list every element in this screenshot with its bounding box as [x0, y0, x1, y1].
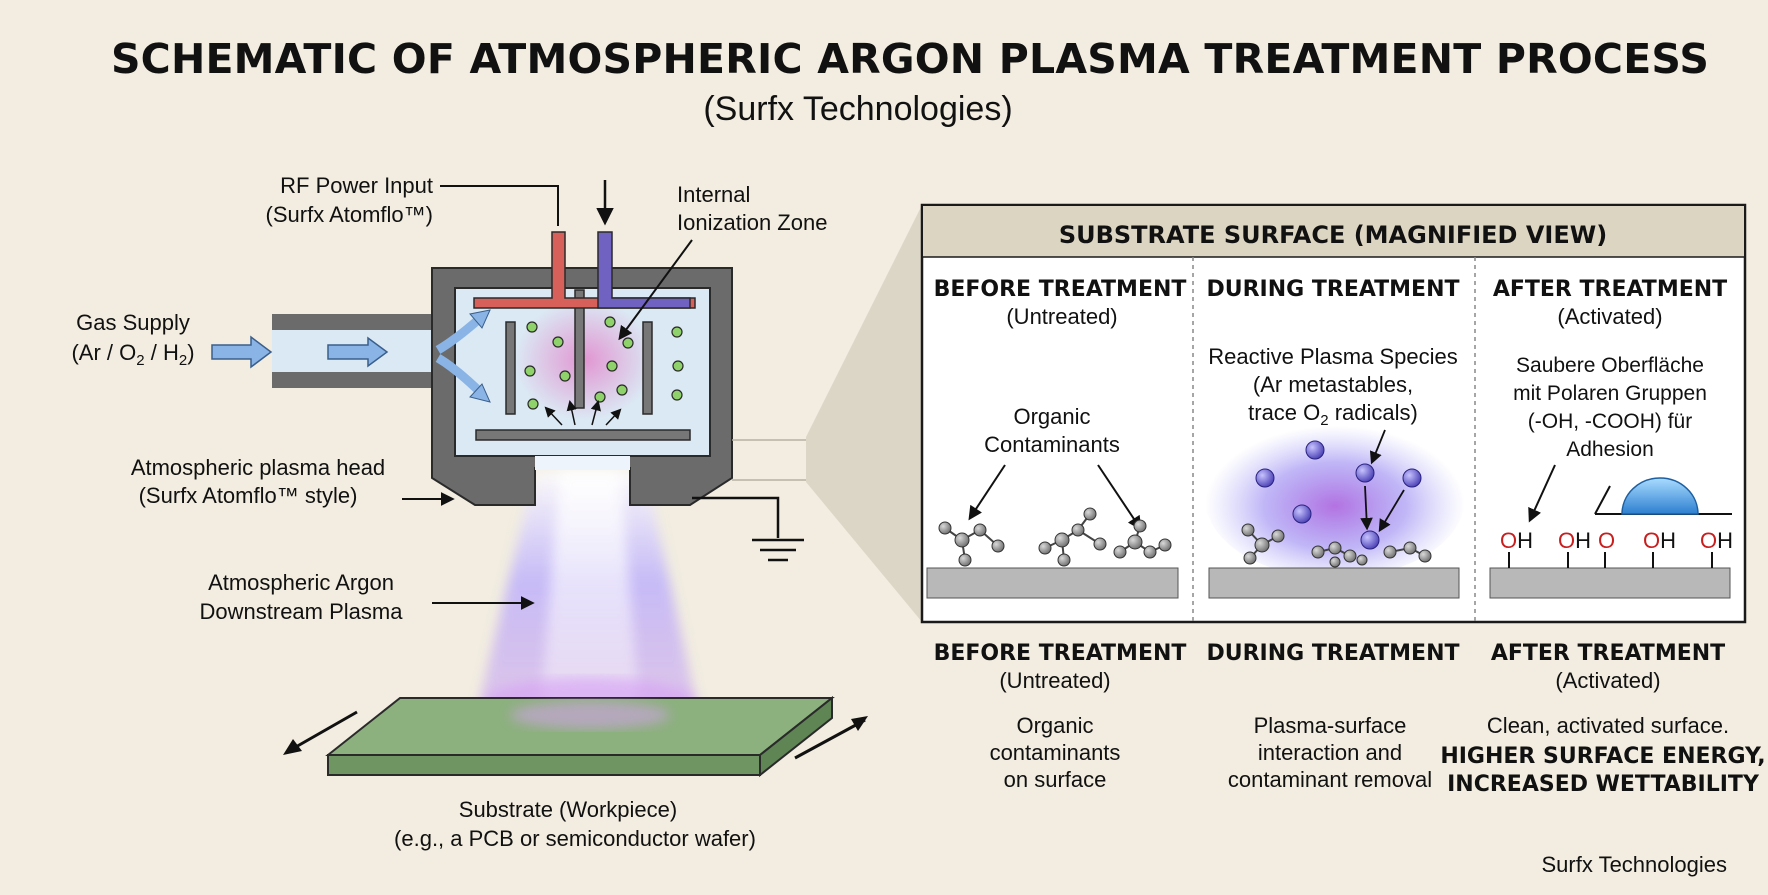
substrate-label-2: (e.g., a PCB or semiconductor wafer) [394, 826, 756, 851]
before-surface [926, 567, 1179, 599]
gas-supply-label-2: (Ar / O2 / H2) [71, 340, 194, 369]
plasma-head-label-2: (Surfx Atomflo™ style) [139, 483, 358, 508]
rf-power-label-2: (Surfx Atomflo™) [266, 202, 433, 227]
before-panel-title: BEFORE TREATMENT [934, 277, 1187, 302]
page-title: SCHEMATIC OF ATMOSPHERIC ARGON PLASMA TR… [111, 35, 1709, 83]
during-panel-title: DURING TREATMENT [1206, 277, 1459, 302]
after-note-3: (-OH, -COOH) für [1528, 410, 1692, 433]
downstream-label-1: Atmospheric Argon [208, 570, 394, 595]
plasma-glow [1205, 418, 1465, 578]
caption-during-desc-1: Plasma-surface [1254, 713, 1407, 738]
after-note-1: Saubere Oberfläche [1516, 354, 1704, 377]
after-surface [1489, 567, 1731, 599]
during-note-2: (Ar metastables, [1253, 372, 1413, 397]
caption-during-desc-3: contaminant removal [1228, 767, 1432, 792]
caption-before-title: BEFORE TREATMENT [934, 641, 1187, 666]
motion-arrow-left-icon [286, 710, 358, 754]
page-subtitle: (Surfx Technologies) [703, 90, 1012, 128]
caption-after-bold-2: INCREASED WETTABILITY [1447, 772, 1760, 797]
caption-after-sub: (Activated) [1555, 668, 1660, 693]
after-panel-title: AFTER TREATMENT [1493, 277, 1727, 302]
oh-group-1: OH [1500, 528, 1533, 553]
rf-power-leader [440, 185, 559, 226]
after-note-4: Adhesion [1566, 438, 1654, 461]
oh-group-2: OH [1558, 528, 1591, 553]
caption-during-title: DURING TREATMENT [1206, 641, 1459, 666]
polar-groups [1508, 552, 1713, 568]
caption-after-bold-1: HIGHER SURFACE ENERGY, [1440, 744, 1765, 769]
reactive-species [1255, 440, 1422, 550]
o-group-3: O [1598, 528, 1615, 553]
during-surface [1208, 567, 1460, 599]
after-panel-subtitle: (Activated) [1557, 304, 1662, 329]
before-note-1: Organic [1013, 404, 1090, 429]
plasma-beam [475, 470, 700, 722]
substrate-label-1: Substrate (Workpiece) [459, 797, 677, 822]
ionization-leader [618, 239, 693, 341]
magnifier-cone [806, 205, 922, 622]
gas-supply-label-1: Gas Supply [76, 310, 190, 335]
footer-credit: Surfx Technologies [1542, 852, 1728, 877]
plasma-head-label-1: Atmospheric plasma head [131, 455, 385, 480]
caption-after-title: AFTER TREATMENT [1491, 641, 1725, 666]
before-panel-subtitle: (Untreated) [1006, 304, 1117, 329]
motion-arrow-right-icon [794, 718, 866, 760]
rf-power-label-1: RF Power Input [280, 173, 433, 198]
gas-inlet-arrow-icon [211, 335, 273, 369]
caption-before-desc-3: on surface [1004, 767, 1107, 792]
caption-before-desc-2: contaminants [990, 740, 1121, 765]
oh-group-5: OH [1700, 528, 1733, 553]
caption-after-desc: Clean, activated surface. [1487, 713, 1729, 738]
substrate-plate [325, 695, 835, 778]
water-droplet-icon [1621, 477, 1699, 515]
after-note-2: mit Polaren Gruppen [1513, 382, 1707, 405]
magnified-view-header: SUBSTRATE SURFACE (MAGNIFIED VIEW) [1059, 221, 1607, 249]
downstream-label-2: Downstream Plasma [200, 599, 404, 624]
plasma-head [272, 231, 733, 506]
before-note-2: Contaminants [984, 432, 1120, 457]
caption-before-desc-1: Organic [1016, 713, 1093, 738]
caption-during-desc-2: interaction and [1258, 740, 1402, 765]
caption-before-sub: (Untreated) [999, 668, 1110, 693]
ionization-label-2: Ionization Zone [677, 210, 827, 235]
ionization-label-1: Internal [677, 182, 750, 207]
gas-electrode [597, 231, 691, 309]
during-note-1: Reactive Plasma Species [1208, 344, 1457, 369]
ground-symbol-icon [692, 496, 804, 562]
oh-group-4: OH [1643, 528, 1676, 553]
